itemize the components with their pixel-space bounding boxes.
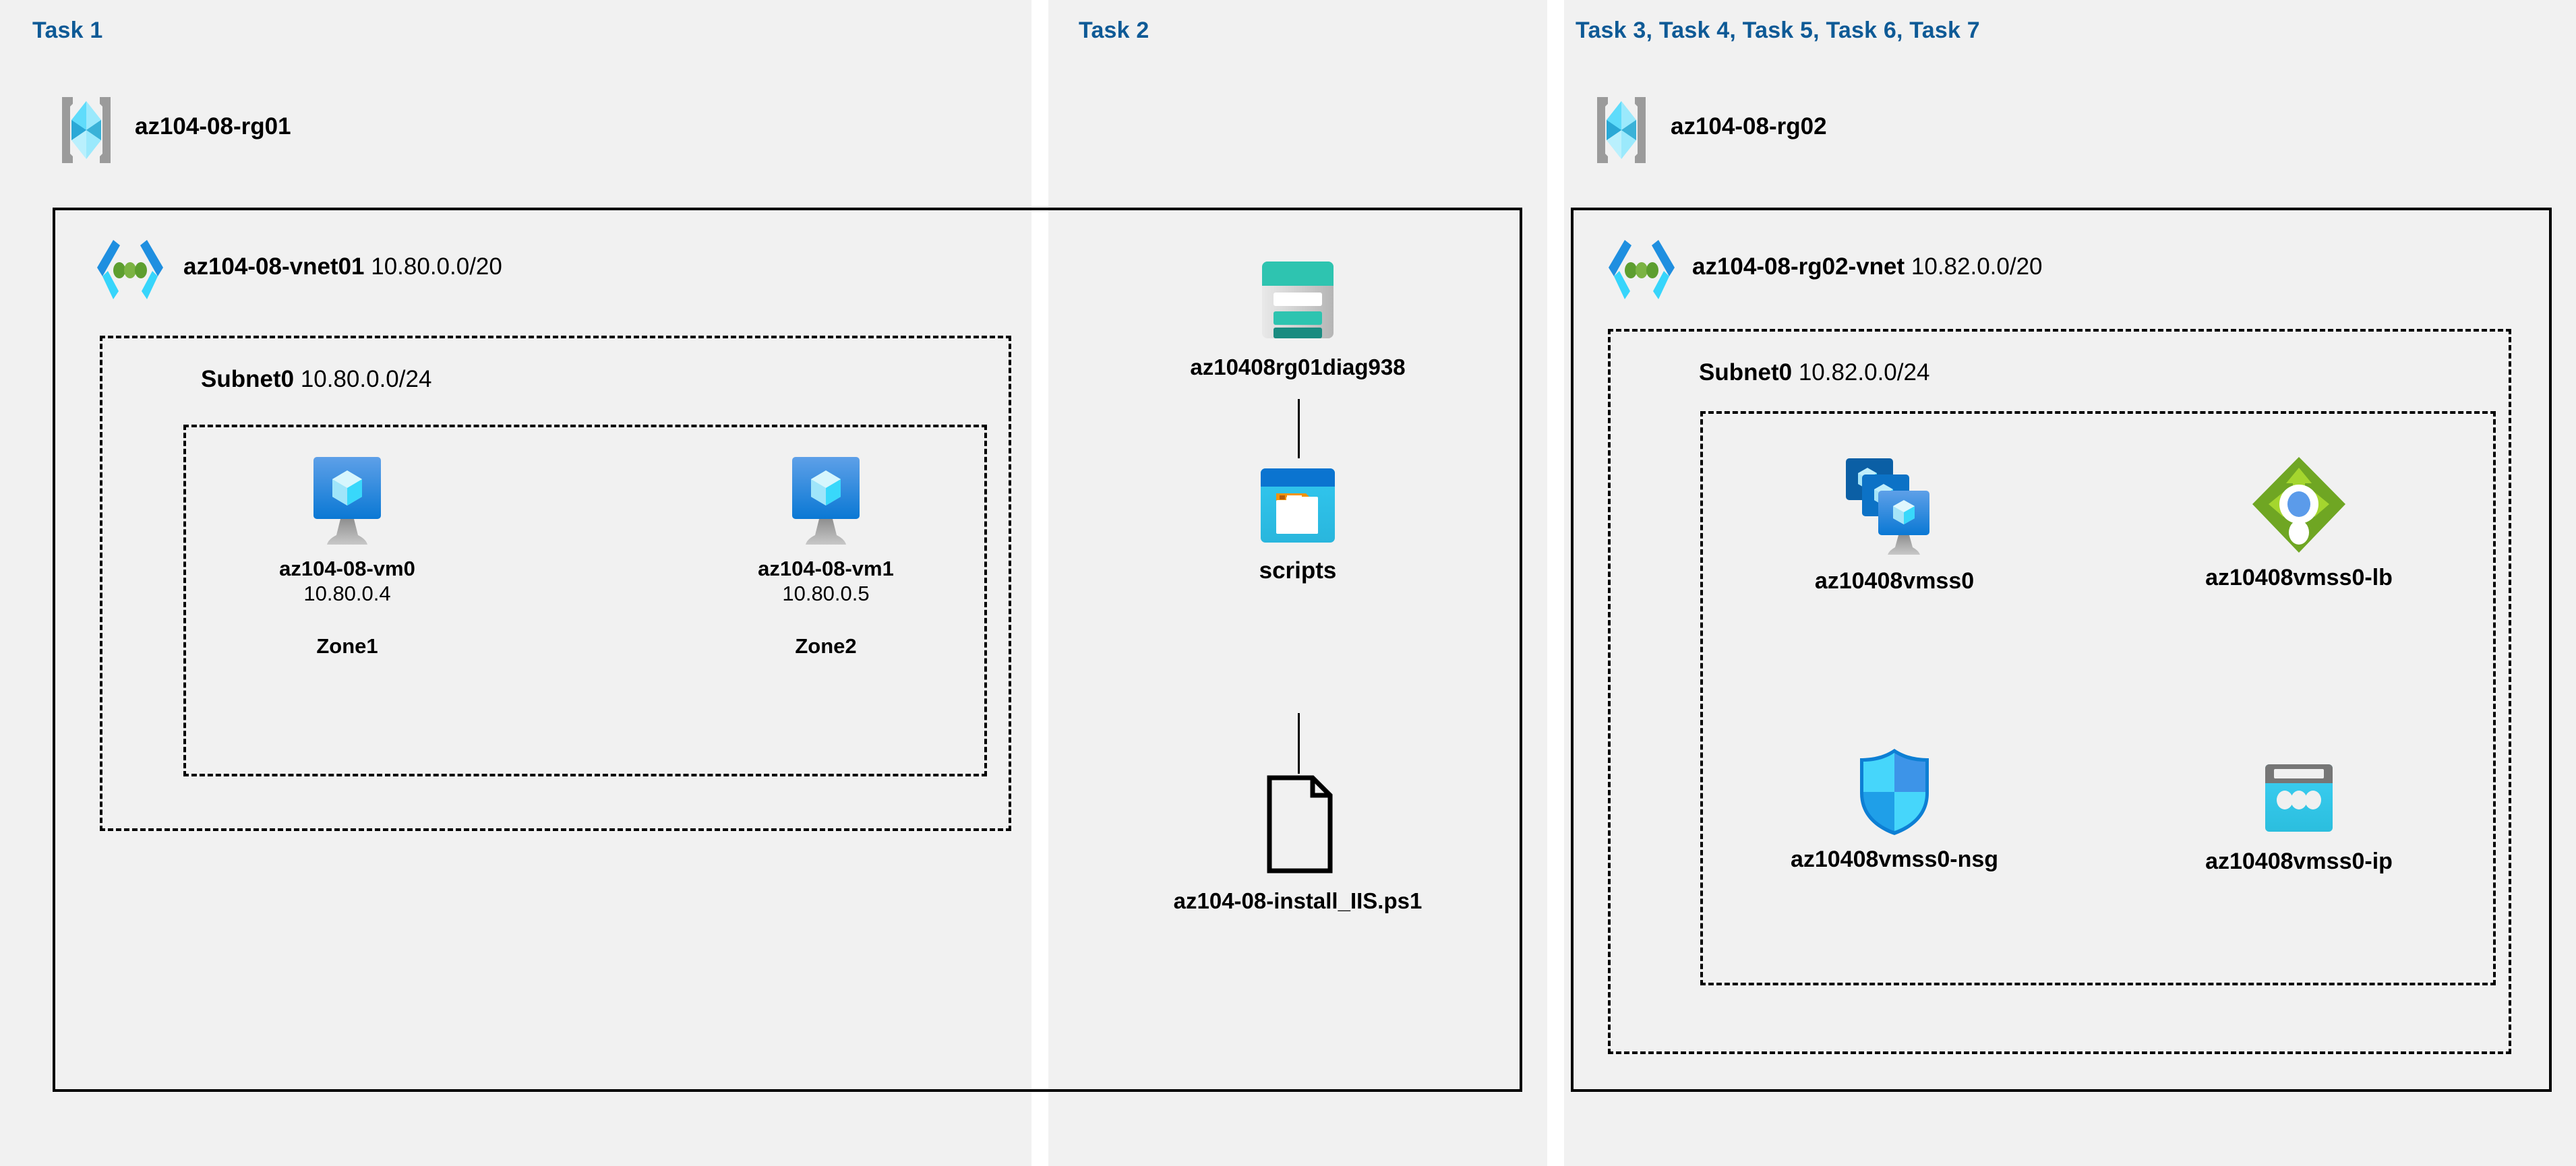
network-security-group-icon — [1860, 749, 1929, 835]
storage-account-icon — [1262, 262, 1334, 338]
public-ip-node[interactable]: az10408vmss0-ip — [2151, 762, 2447, 875]
rg02-vnet-cidr: 10.82.0.0/20 — [1911, 253, 2043, 280]
vnet01-boundary — [53, 208, 1522, 1092]
load-balancer-node[interactable]: az10408vmss0-lb — [2151, 453, 2447, 591]
rg02-vnet-title: az104-08-rg02-vnet 10.82.0.0/20 — [1692, 255, 2043, 278]
zones-boundary — [183, 425, 987, 776]
vnet01-name: az104-08-vnet01 — [183, 253, 365, 280]
resource-group-icon — [53, 93, 120, 167]
panel-task-3 — [1564, 0, 2576, 1166]
load-balancer-icon — [2252, 457, 2345, 553]
script-file-name: az104-08-install_IIS.ps1 — [1173, 888, 1422, 913]
rg02-vnet-boundary — [1571, 208, 2552, 1092]
vnet01-cidr: 10.80.0.0/20 — [371, 253, 502, 280]
vnet01-title: az104-08-vnet01 10.80.0.0/20 — [183, 255, 502, 278]
vm-node-1[interactable]: az104-08-vm1 10.80.0.5 Zone2 — [718, 453, 934, 659]
subnet0-rg01-title: Subnet0 10.80.0.0/24 — [201, 367, 431, 391]
vm-1-ip: 10.80.0.5 — [782, 581, 870, 605]
subnet0-rg02-title: Subnet0 10.82.0.0/24 — [1699, 361, 1929, 384]
resource-group-icon — [1588, 93, 1655, 167]
nsg-node[interactable]: az10408vmss0-nsg — [1753, 745, 2036, 873]
subnet0-rg01-name: Subnet0 — [201, 366, 295, 392]
vmss-node[interactable]: az10408vmss0 — [1753, 453, 2036, 594]
virtual-machine-icon — [792, 457, 860, 545]
script-file-node[interactable]: az104-08-install_IIS.ps1 — [1072, 774, 1524, 915]
connector-container-to-file — [1298, 713, 1300, 774]
vm-0-zone: Zone1 — [316, 634, 378, 658]
vm-0-name: az104-08-vm0 — [279, 557, 415, 580]
vmss-name: az10408vmss0 — [1814, 568, 1975, 594]
virtual-network-icon — [1605, 237, 1679, 303]
rg02-title: az104-08-rg02 — [1671, 115, 1827, 138]
task-1-label: Task 1 — [32, 18, 103, 43]
subnet0-rg02-name: Subnet0 — [1699, 359, 1793, 386]
file-icon — [1267, 775, 1333, 873]
nsg-name: az10408vmss0-nsg — [1790, 847, 1999, 872]
rg02-name: az104-08-rg02 — [1671, 113, 1827, 140]
blob-container-icon — [1261, 468, 1335, 543]
storage-account-name: az10408rg01diag938 — [1190, 355, 1406, 379]
vm-scale-set-icon — [1846, 458, 1929, 555]
load-balancer-name: az10408vmss0-lb — [2205, 565, 2393, 590]
rg02-vnet-name: az104-08-rg02-vnet — [1692, 253, 1905, 280]
rg01-title: az104-08-rg01 — [135, 115, 291, 138]
public-ip-name: az10408vmss0-ip — [2205, 849, 2393, 874]
panel-task-2 — [1048, 0, 1547, 1166]
subnet0-rg01-boundary — [100, 336, 1011, 831]
blob-container-node[interactable]: scripts — [1187, 465, 1409, 584]
container-name: scripts — [1259, 557, 1337, 584]
subnet0-rg02-boundary — [1608, 329, 2511, 1054]
vm-0-ip: 10.80.0.4 — [303, 581, 391, 605]
vm-node-0[interactable]: az104-08-vm0 10.80.0.4 Zone1 — [239, 453, 455, 659]
task-2-label: Task 2 — [1079, 18, 1149, 43]
virtual-network-icon — [93, 237, 167, 303]
task-3-label: Task 3, Task 4, Task 5, Task 6, Task 7 — [1576, 18, 1980, 43]
virtual-machine-icon — [313, 457, 381, 545]
public-ip-address-icon — [2265, 764, 2333, 832]
rg01-name: az104-08-rg01 — [135, 113, 291, 140]
vm-1-zone: Zone2 — [795, 634, 857, 658]
subnet0-rg01-cidr: 10.80.0.0/24 — [300, 366, 432, 392]
panel-task-1 — [0, 0, 1031, 1166]
connector-storage-to-container — [1298, 399, 1300, 458]
storage-account-node[interactable]: az10408rg01diag938 — [1133, 256, 1463, 381]
vm-1-name: az104-08-vm1 — [758, 557, 894, 580]
rg02-resources-boundary — [1700, 411, 2496, 985]
subnet0-rg02-cidr: 10.82.0.0/24 — [1798, 359, 1930, 386]
